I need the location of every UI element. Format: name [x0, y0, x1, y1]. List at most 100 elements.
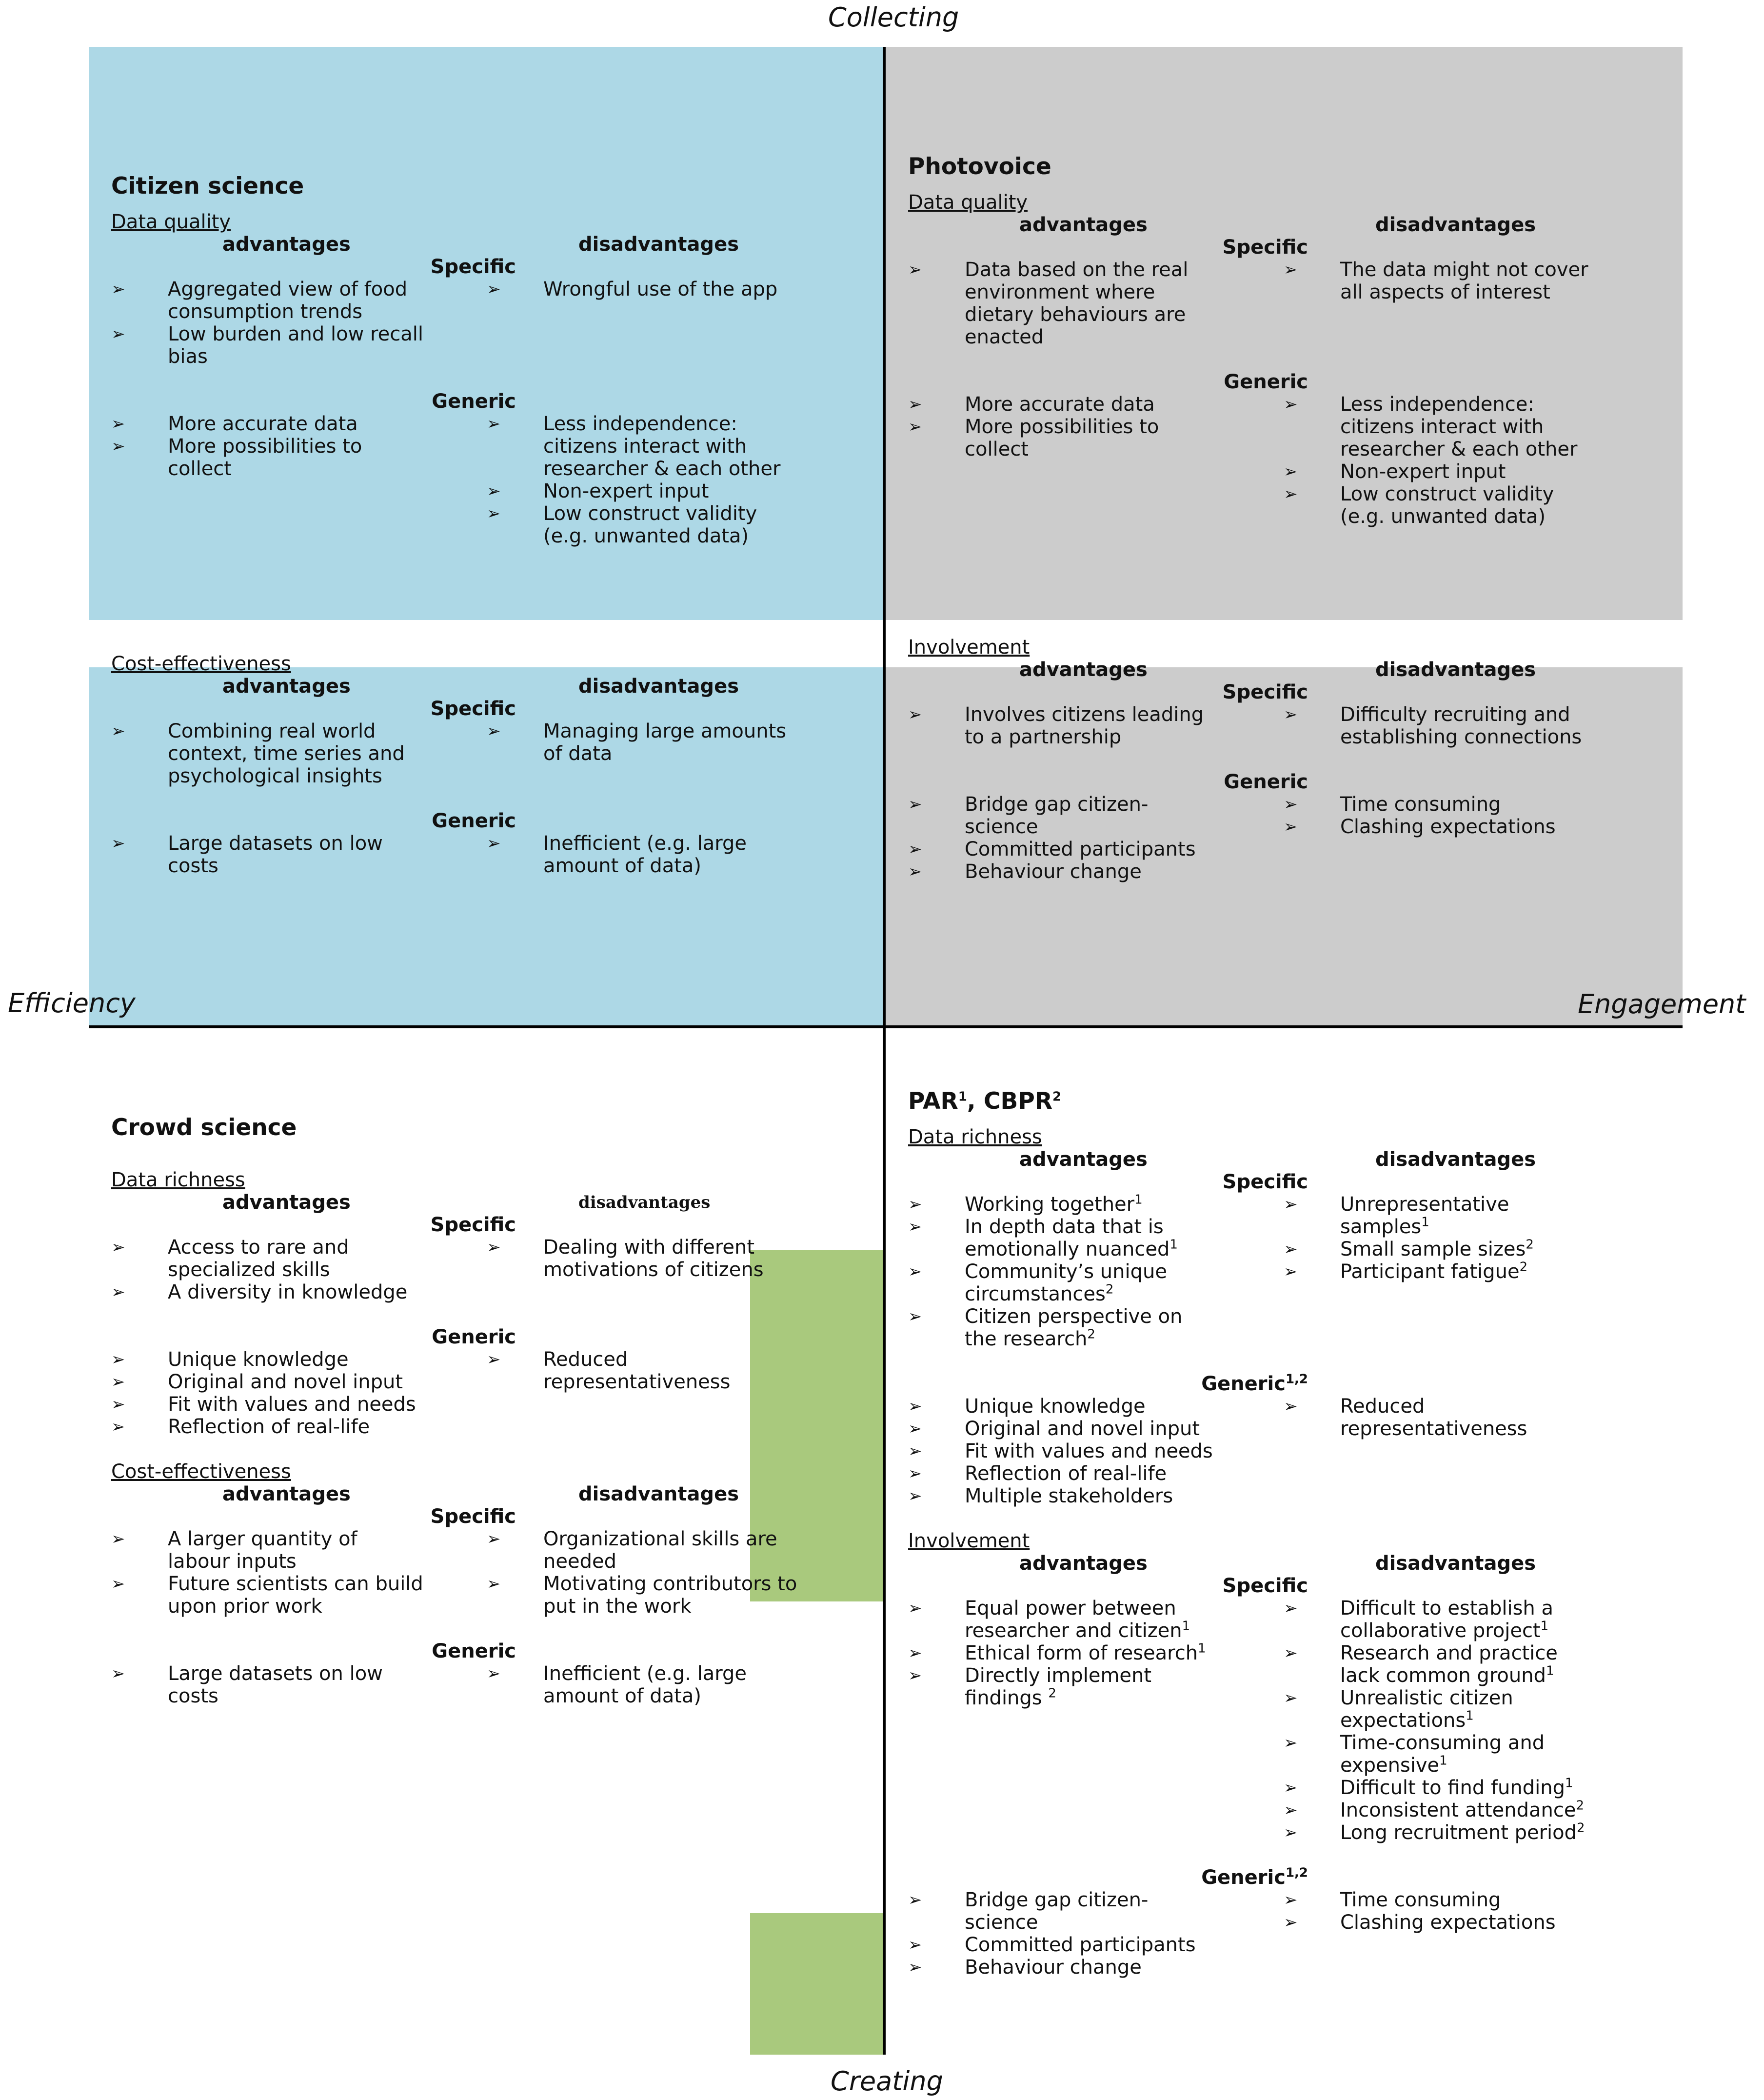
list-item: ➢Non-expert input — [487, 480, 799, 502]
item-text: Original and novel input — [965, 1418, 1200, 1440]
item-text: Non-expert input — [543, 480, 709, 502]
list-item: ➢Small sample sizes2 — [1284, 1238, 1596, 1260]
item-list: ➢Data based on the real environment wher… — [908, 259, 1220, 348]
list-item: ➢Fit with values and needs — [908, 1440, 1220, 1462]
arrow-bullet-icon: ➢ — [908, 1599, 922, 1618]
axis-label-right: Engagement — [1578, 989, 1746, 1020]
item-text: Non-expert input — [1340, 460, 1506, 483]
label-word: Generic — [1224, 771, 1308, 793]
advantages-disadvantages-row: ➢Large datasets on low costs➢Inefficient… — [111, 1662, 872, 1707]
section-heading: Data quality — [111, 211, 231, 233]
footnote-marker: 1 — [1421, 1215, 1429, 1230]
item-text: Inefficient (e.g. large amount of data) — [543, 1662, 747, 1707]
list-item: ➢Committed participants — [908, 838, 1220, 860]
item-text: Reduced representativeness — [1340, 1395, 1527, 1440]
label-word: Generic — [432, 390, 516, 413]
arrow-bullet-icon: ➢ — [1284, 1688, 1298, 1708]
advantages-disadvantages-row: ➢Working together1➢In depth data that is… — [908, 1193, 1669, 1350]
item-text: Time consuming — [1340, 1889, 1501, 1911]
list-item: ➢Equal power between researcher and citi… — [908, 1597, 1220, 1642]
arrow-bullet-icon: ➢ — [1284, 1800, 1298, 1820]
item-text: In depth data that is emotionally nuance… — [965, 1216, 1170, 1260]
arrow-bullet-icon: ➢ — [908, 1935, 922, 1955]
list-item: ➢Reflection of real-life — [908, 1462, 1220, 1485]
arrow-bullet-icon: ➢ — [111, 834, 125, 853]
label-word: Specific — [430, 1214, 516, 1236]
list-item: ➢The data might not cover all aspects of… — [1284, 259, 1596, 303]
quadrant-title: Citizen science — [111, 173, 304, 200]
label-word: Generic — [1201, 1866, 1286, 1889]
arrow-bullet-icon: ➢ — [908, 395, 922, 414]
label-word: Specific — [1222, 1575, 1308, 1597]
label-text: Generic — [432, 810, 516, 832]
list-item: ➢Clashing expectations — [1284, 816, 1596, 838]
list-item: ➢Motivating contributors to put in the w… — [487, 1573, 799, 1618]
item-text: More possibilities to collect — [168, 435, 362, 480]
label-word: Generic — [1201, 1373, 1286, 1395]
label-text: Generic1,2 — [1201, 1866, 1308, 1889]
item-list: ➢Bridge gap citizen-science➢Committed pa… — [908, 1889, 1220, 1979]
arrow-bullet-icon: ➢ — [111, 324, 125, 344]
item-text: Low construct validity (e.g. unwanted da… — [1340, 483, 1554, 528]
item-list: ➢Combining real world context, time seri… — [111, 720, 423, 787]
item-text: Low construct validity (e.g. unwanted da… — [543, 502, 757, 547]
footnote-marker: 1 — [1540, 1619, 1549, 1634]
item-list: ➢Unique knowledge➢Original and novel inp… — [111, 1348, 423, 1438]
label-word: Generic — [432, 1640, 516, 1662]
label-word: Generic — [1224, 371, 1308, 393]
green-highlight-block-lower — [750, 1913, 885, 2055]
item-text: Reflection of real-life — [168, 1416, 370, 1438]
footnote-marker: 1,2 — [1285, 1372, 1308, 1387]
item-text: Unique knowledge — [965, 1395, 1146, 1418]
advantages-header: advantages — [1019, 1552, 1148, 1575]
arrow-bullet-icon: ➢ — [908, 1958, 922, 1977]
label-text: Specific — [431, 1214, 516, 1236]
quadrant-title: Crowd science — [111, 1114, 297, 1141]
list-item: ➢ Inefficient (e.g. large amount of data) — [487, 832, 799, 877]
generic-label: Generic — [908, 771, 1308, 793]
list-item: ➢More possibilities to collect — [111, 435, 423, 480]
item-text: Clashing expectations — [1340, 1911, 1556, 1934]
label-text: Generic — [1224, 771, 1308, 793]
advantages-disadvantages-row: ➢Bridge gap citizen-science➢Committed pa… — [908, 1889, 1669, 1979]
item-text: Data based on the real environment where… — [965, 259, 1189, 348]
item-text: Long recruitment period — [1340, 1821, 1577, 1844]
item-text: Inefficient (e.g. large amount of data) — [543, 832, 747, 877]
arrow-bullet-icon: ➢ — [1284, 1643, 1298, 1663]
advantages-disadvantages-row: ➢ Unique knowledge ➢ Original and novel inp… — [908, 1395, 1669, 1507]
advantages-disadvantages-row: ➢More accurate data➢More possibilities t… — [908, 393, 1669, 528]
item-text: Difficult to find funding — [1340, 1777, 1565, 1799]
arrow-bullet-icon: ➢ — [487, 1574, 501, 1594]
arrow-bullet-icon: ➢ — [1284, 1397, 1298, 1416]
list-item: ➢Non-expert input — [1284, 460, 1596, 483]
item-list: ➢Organizational skills are needed➢Motiva… — [487, 1528, 799, 1618]
advantages-disadvantages-row: ➢Access to rare and specialized skills➢A… — [111, 1236, 872, 1303]
item-text: Reflection of real-life — [965, 1462, 1167, 1485]
specific-label: Specific — [111, 698, 516, 720]
arrow-bullet-icon: ➢ — [487, 834, 501, 853]
item-list: ➢Time consuming➢Clashing expectations — [1284, 793, 1596, 883]
label-text: Specific — [1223, 681, 1308, 703]
label-text: Specific — [1223, 1171, 1308, 1193]
arrow-bullet-icon: ➢ — [908, 1486, 922, 1506]
item-text: Low burden and low recall bias — [168, 323, 423, 368]
list-item: ➢Dealing with different motivations of c… — [487, 1236, 799, 1281]
arrow-bullet-icon: ➢ — [908, 1643, 922, 1663]
footnote-marker: 2 — [1576, 1798, 1585, 1813]
list-item: ➢Difficulty recruiting and establishing … — [1284, 703, 1596, 748]
list-item: ➢Difficult to establish a collaborative … — [1284, 1597, 1596, 1642]
arrow-bullet-icon: ➢ — [908, 417, 922, 437]
advantages-disadvantages-row: ➢Data based on the real environment wher… — [908, 259, 1669, 348]
footnote-marker: 1 — [1546, 1663, 1554, 1679]
advantages-header: advantages — [222, 675, 351, 698]
item-text: Aggregated view of food consumption tren… — [168, 278, 408, 323]
list-item: ➢Fit with values and needs — [111, 1393, 423, 1416]
item-text: Difficulty recruiting and establishing c… — [1340, 703, 1582, 748]
footnote-marker: 2 — [1526, 1237, 1534, 1252]
arrow-bullet-icon: ➢ — [1284, 1890, 1298, 1910]
item-list: ➢ Reduced representativeness — [1284, 1395, 1596, 1507]
item-list: ➢ Inefficient (e.g. large amount of data) — [487, 832, 799, 877]
